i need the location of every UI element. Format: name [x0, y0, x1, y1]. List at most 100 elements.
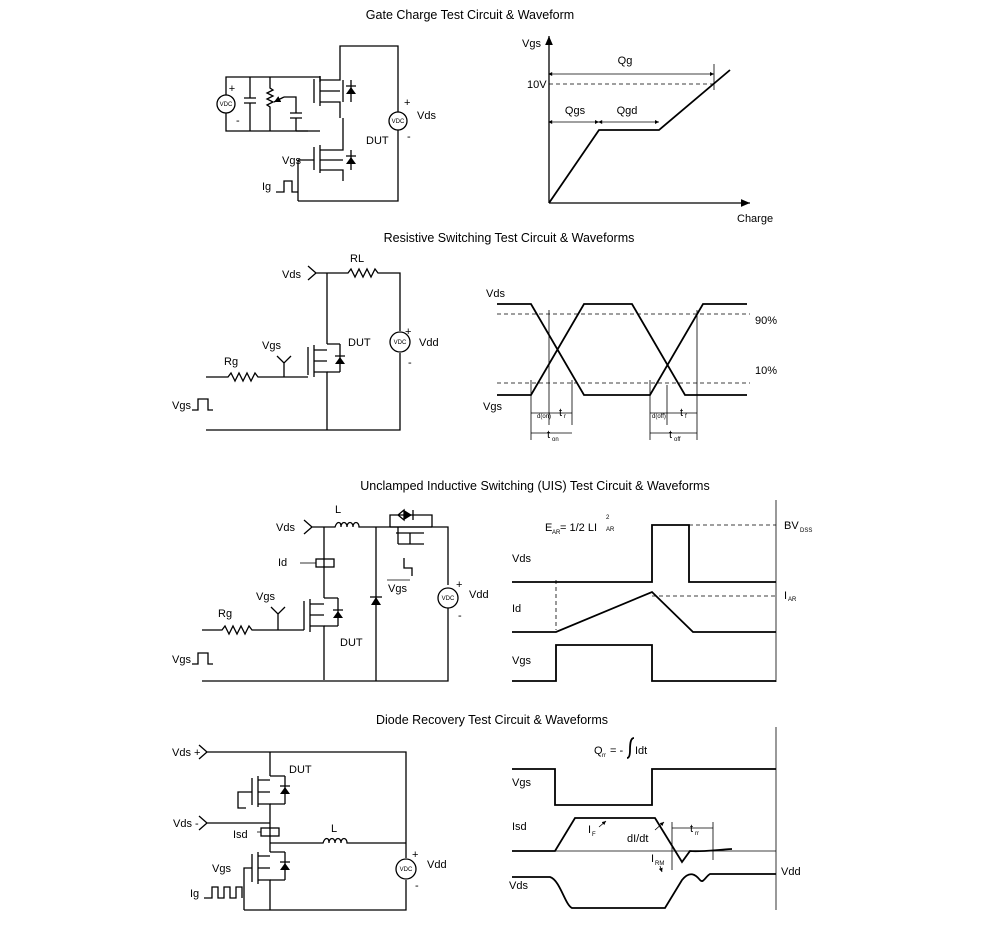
svg-text:AR: AR — [552, 530, 561, 536]
svg-text:Idt: Idt — [635, 745, 647, 757]
svg-text:t: t — [547, 429, 550, 441]
svg-text:2: 2 — [606, 515, 610, 521]
qgs-label: Qgs — [565, 105, 586, 117]
svg-text:d(off): d(off) — [652, 414, 666, 420]
svg-text:-: - — [407, 131, 411, 143]
svg-text:rr: rr — [695, 831, 699, 837]
svg-text:dI/dt: dI/dt — [627, 833, 648, 845]
svg-text:AR: AR — [606, 527, 615, 533]
svg-text:VDC: VDC — [442, 596, 455, 602]
svg-text:Vgs: Vgs — [172, 654, 191, 666]
svg-text:10%: 10% — [755, 365, 777, 377]
svg-text:I: I — [588, 824, 591, 836]
diode-circuit: Vds + Vds - DUT Isd L Vgs Ig VDC + - Vdd — [172, 744, 447, 911]
resistive-waveform: Vds Vgs 90% 10% d(on) t r d(off) t f t o… — [483, 288, 777, 443]
svg-text:-: - — [236, 115, 240, 127]
svg-text:+: + — [412, 849, 418, 861]
svg-text:I: I — [784, 590, 787, 602]
svg-text:Vdd: Vdd — [427, 859, 447, 871]
svg-text:Ig: Ig — [190, 888, 199, 900]
rl-label: RL — [350, 253, 364, 265]
svg-text:Vds: Vds — [509, 880, 528, 892]
svg-text:VDC: VDC — [392, 119, 405, 125]
svg-text:Vgs: Vgs — [512, 655, 531, 667]
svg-text:t: t — [680, 407, 683, 419]
l-label: L — [335, 504, 341, 516]
svg-text:E: E — [545, 522, 552, 534]
gate-charge-waveform: Vgs Charge 10V Qg Qgs Qgd — [522, 36, 773, 225]
uis-title: Unclamped Inductive Switching (UIS) Test… — [360, 479, 709, 493]
svg-text:-: - — [458, 610, 462, 622]
vdc-label: VDC — [220, 102, 233, 108]
svg-text:Vgs: Vgs — [483, 401, 502, 413]
svg-text:L: L — [331, 823, 337, 835]
svg-text:-: - — [415, 880, 419, 892]
svg-text:DUT: DUT — [340, 637, 363, 649]
svg-text:Isd: Isd — [512, 821, 527, 833]
svg-text:F: F — [592, 832, 596, 838]
x-axis-label: Charge — [737, 213, 773, 225]
uis-circuit: Vds L Id DUT Vgs Rg Vgs Vgs VDC + - Vdd — [172, 504, 489, 682]
svg-text:+: + — [404, 97, 410, 109]
svg-text:f: f — [685, 414, 687, 420]
svg-text:Vds: Vds — [276, 522, 295, 534]
svg-text:on: on — [552, 437, 559, 443]
svg-text:Vds +: Vds + — [172, 747, 200, 759]
svg-text:Isd: Isd — [233, 829, 248, 841]
resistive-circuit: Vds RL DUT Vgs Rg Vgs VDC + - Vdd — [172, 253, 439, 431]
ig-label: Ig — [262, 181, 271, 193]
rg-label: Rg — [224, 356, 238, 368]
svg-text:Vdd: Vdd — [469, 589, 489, 601]
svg-text:r: r — [564, 414, 566, 420]
svg-text:AR: AR — [788, 597, 797, 603]
svg-text:VDC: VDC — [394, 340, 407, 346]
svg-text:DUT: DUT — [289, 764, 312, 776]
svg-text:Vgs: Vgs — [172, 400, 191, 412]
svg-text:+: + — [456, 579, 462, 591]
svg-text:Vgs: Vgs — [388, 583, 407, 595]
qg-label: Qg — [618, 55, 633, 67]
resistive-title: Resistive Switching Test Circuit & Wavef… — [384, 231, 635, 245]
svg-text:Rg: Rg — [218, 608, 232, 620]
svg-text:DSS: DSS — [800, 528, 812, 534]
svg-text:Vgs: Vgs — [512, 777, 531, 789]
svg-text:rr: rr — [602, 753, 606, 759]
svg-text:t: t — [669, 429, 672, 441]
svg-text:off: off — [674, 437, 681, 443]
svg-text:+: + — [229, 83, 235, 95]
dut-label: DUT — [366, 135, 389, 147]
svg-text:Vgs: Vgs — [256, 591, 275, 603]
diode-waveform: Q rr = - Idt Vgs Isd I F dI/dt t rr I RM… — [509, 727, 801, 910]
y-axis-label: Vgs — [522, 38, 541, 50]
svg-text:Vgs: Vgs — [262, 340, 281, 352]
svg-text:Vgs: Vgs — [212, 863, 231, 875]
svg-text:I: I — [651, 853, 654, 865]
svg-text:Vds: Vds — [282, 269, 301, 281]
svg-text:Vds: Vds — [512, 553, 531, 565]
svg-text:Id: Id — [278, 557, 287, 569]
svg-text:Q: Q — [594, 745, 603, 757]
level-10v-label: 10V — [527, 79, 547, 91]
svg-text:Vds -: Vds - — [173, 818, 199, 830]
gate-charge-title: Gate Charge Test Circuit & Waveform — [366, 8, 574, 22]
svg-text:VDC: VDC — [400, 867, 413, 873]
svg-text:-: - — [408, 357, 412, 369]
svg-text:+: + — [405, 326, 411, 338]
svg-text:= 1/2 LI: = 1/2 LI — [560, 522, 597, 534]
gate-charge-circuit: VDC + - DUT Vgs Ig VDC + - Vds — [216, 45, 436, 202]
qgd-label: Qgd — [617, 105, 638, 117]
svg-text:t: t — [559, 407, 562, 419]
vds-label: Vds — [417, 110, 436, 122]
svg-text:Vds: Vds — [486, 288, 505, 300]
svg-text:Id: Id — [512, 603, 521, 615]
svg-text:90%: 90% — [755, 315, 777, 327]
svg-text:= -: = - — [610, 745, 623, 757]
svg-text:t: t — [690, 823, 693, 835]
vgs-label: Vgs — [282, 155, 301, 167]
svg-text:d(on): d(on) — [537, 414, 551, 420]
svg-text:RM: RM — [655, 861, 664, 867]
svg-text:BV: BV — [784, 520, 799, 532]
vdc-source-right-icon — [388, 111, 408, 131]
uis-waveform: E AR = 1/2 LI 2 AR Vds Id Vgs BV DSS I A… — [512, 500, 812, 682]
